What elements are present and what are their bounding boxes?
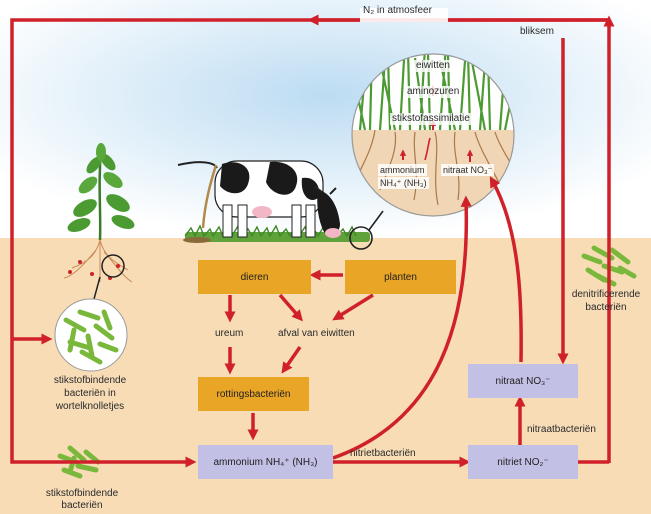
nodule-bacteria-label-2: bacteriën in [64, 388, 116, 399]
denitrificerende-label-2: bacteriën [585, 302, 627, 313]
box-nitraat: nitraat NO₃⁻ [468, 364, 578, 398]
nodule-bacteria-label-3: wortelknolletjes [55, 401, 125, 412]
box-dieren: dieren [198, 260, 311, 294]
circle-assimilatie-label: stikstofassimilatie [390, 113, 472, 125]
circle-ammonium-label: ammonium [378, 164, 427, 176]
circle-eiwitten-label: eiwitten [414, 60, 452, 72]
nitrietbacterien-label: nitrietbacteriën [350, 448, 416, 459]
circle-ammonium-formula: NH₄⁺ (NH₃) [378, 177, 429, 189]
circle-aminozuren-label: aminozuren [405, 86, 462, 98]
box-rottingsbacterien: rottingsbacteriën [198, 377, 309, 411]
box-ammonium: ammonium NH₄⁺ (NH₃) [198, 445, 333, 479]
lightning-label: bliksem [520, 26, 554, 37]
circle-nitraat-label: nitraat NO₃⁻ [441, 164, 495, 176]
cycle-arrows [10, 14, 615, 468]
nodule-bacteria-circle [54, 276, 128, 372]
nodule-bacteria-label-1: stikstofbindende [53, 375, 127, 386]
plant-illustration [63, 143, 135, 283]
ureum-label: ureum [215, 328, 244, 339]
afval-label: afval van eiwitten [278, 328, 355, 339]
atmosphere-label: N₂ in atmosfeer [363, 5, 432, 16]
soil-bacteria-label-2: bacteriën [61, 500, 103, 511]
denitrificerende-label-1: denitrificerende [571, 289, 641, 300]
magnifier-connector [368, 210, 384, 231]
grass-magnifier-circle [349, 226, 373, 250]
soil-bacteria-label-1: stikstofbindende [45, 488, 119, 499]
cow-illustration [177, 160, 341, 238]
box-nitriet: nitriet NO₂⁻ [468, 445, 578, 479]
nitraatbacterien-label: nitraatbacteriën [527, 424, 596, 435]
box-planten: planten [345, 260, 456, 294]
